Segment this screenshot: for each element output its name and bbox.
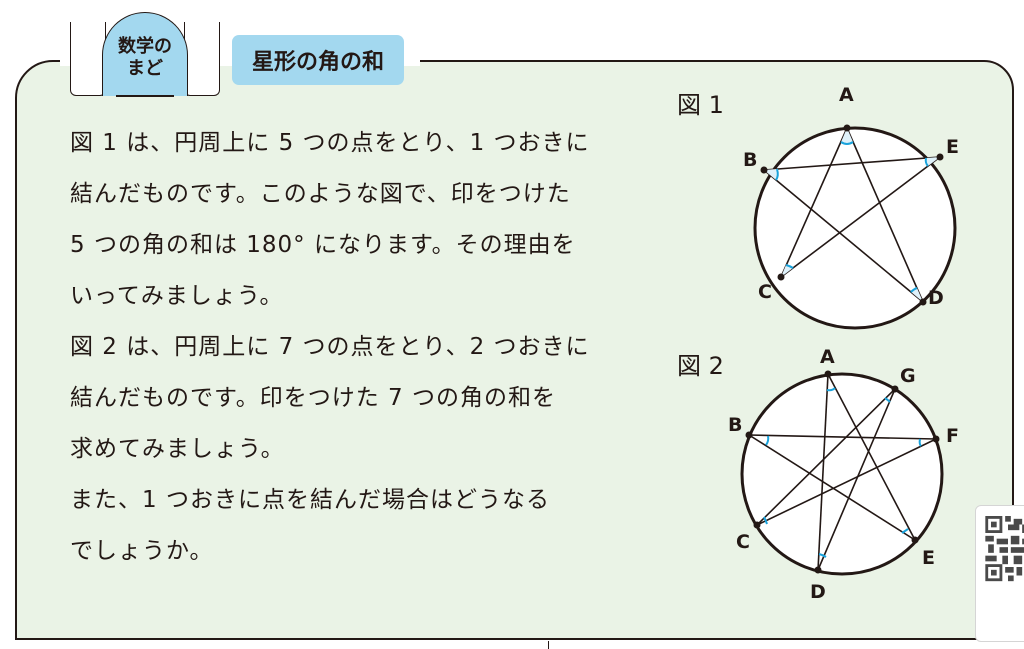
qr-code-icon[interactable] [984, 516, 1024, 584]
fig2-point-A: A [820, 346, 835, 368]
fig2-point-E: E [922, 547, 935, 569]
fig2-point-F: F [946, 425, 959, 447]
page-title: 星形の角の和 [232, 35, 404, 85]
fig1-point-A: A [839, 84, 854, 106]
qr-card[interactable] [975, 505, 1024, 642]
fig1-point-D: D [928, 287, 944, 309]
badge-line2: まど [127, 57, 163, 79]
text-line: 結んだものです。このような図で、印をつけた [70, 181, 571, 207]
text-line: 図 2 は、円周上に 7 つの点をとり、2 つおきに [70, 334, 590, 360]
text-line: 求めてみましょう。 [70, 436, 285, 462]
page-tick-mark [548, 641, 549, 649]
badge-line1: 数学の [118, 35, 172, 57]
fig1-point-C: C [758, 281, 772, 303]
text-line: また、1 つおきに点を結んだ場合はどうなる [70, 487, 550, 513]
badge-arch: 数学の まど [102, 12, 188, 96]
fig1-point-E: E [946, 136, 959, 158]
fig2-point-D: D [810, 581, 826, 603]
text-line: いってみましょう。 [70, 283, 284, 309]
fig2-point-B: B [728, 414, 742, 436]
fig2-point-G: G [900, 365, 916, 387]
text-line: 5 つの角の和は 180° になります。その理由を [70, 232, 576, 258]
fig1-point-B: B [743, 149, 757, 171]
problem-text: 図 1 は、円周上に 5 つの点をとり、1 つおきに 結んだものです。このような… [70, 118, 670, 577]
badge-left-flap [70, 22, 106, 96]
text-line: でしょうか。 [70, 538, 214, 564]
text-line: 結んだものです。印をつけた 7 つの角の和を [70, 385, 556, 411]
figure2-label: 図 2 [677, 352, 724, 380]
text-line: 図 1 は、円周上に 5 つの点をとり、1 つおきに [70, 130, 590, 156]
section-badge: 数学の まど [70, 12, 220, 98]
fig2-point-C: C [736, 531, 750, 553]
badge-base-line [116, 95, 174, 97]
figure1-label: 図 1 [677, 91, 724, 119]
